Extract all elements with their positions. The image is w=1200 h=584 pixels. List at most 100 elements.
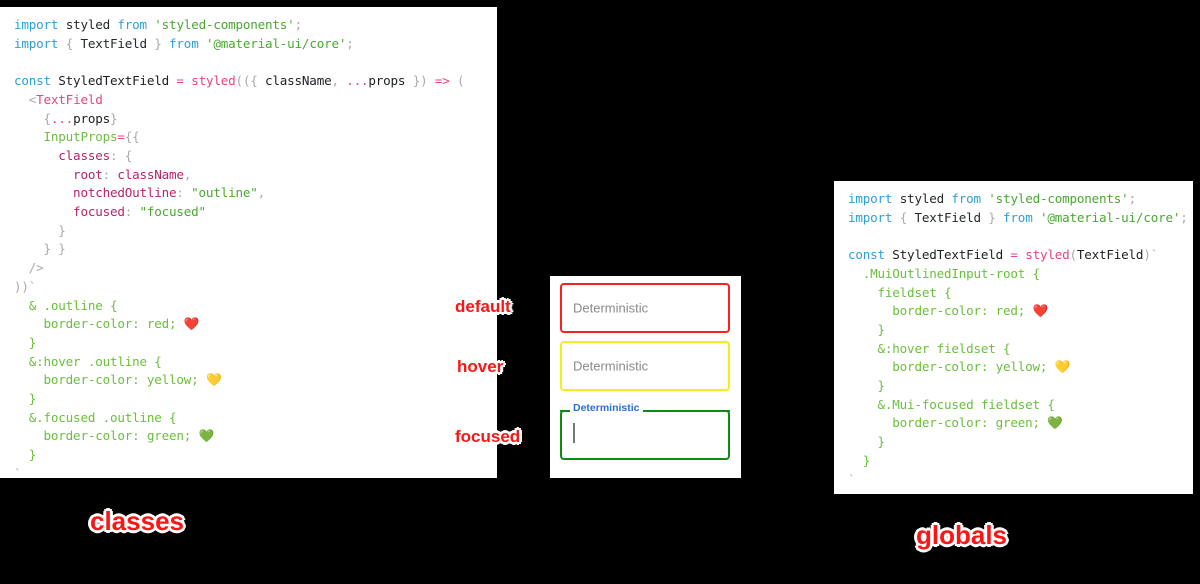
- code-line: &.Mui-focused fieldset {: [848, 396, 1193, 415]
- code-token: }: [848, 452, 871, 468]
- annotation-classes: classes: [90, 506, 184, 536]
- annotation-focused: focused: [455, 427, 521, 446]
- code-token: }: [848, 321, 886, 337]
- code-token: )`: [1143, 247, 1159, 263]
- code-token: InputProps: [14, 129, 118, 145]
- textfield-default[interactable]: Deterministic: [560, 283, 730, 333]
- code-token: : {: [109, 147, 133, 163]
- code-line: }: [848, 452, 1193, 471]
- code-token: import: [14, 35, 66, 51]
- code-token: 💛: [205, 372, 222, 388]
- code-token: }: [848, 378, 886, 394]
- code-line: &.focused .outline {: [14, 409, 497, 428]
- code-token: TextField: [914, 209, 989, 225]
- code-token: }: [848, 434, 886, 450]
- code-line: import { TextField } from '@material-ui/…: [14, 35, 497, 54]
- code-line: import styled from 'styled-components';: [14, 16, 497, 35]
- code-token: 'styled-components': [988, 191, 1129, 206]
- code-token: import: [14, 17, 66, 32]
- code-line: }: [848, 321, 1193, 340]
- notch-segment-right: [652, 410, 730, 412]
- code-token: '@material-ui/core': [1039, 209, 1181, 225]
- code-token: ,: [183, 166, 192, 182]
- code-token: {{: [124, 129, 140, 145]
- code-line: notchedOutline: "outline",: [14, 184, 497, 203]
- code-token: TextField: [1076, 247, 1144, 263]
- code-token: ;: [848, 490, 856, 494]
- code-token: } }: [14, 241, 66, 257]
- code-line: }: [14, 222, 497, 241]
- textfield-hover-outline: [560, 341, 730, 391]
- code-line: border-color: red; ❤️: [848, 302, 1193, 321]
- code-token: ,: [331, 73, 347, 89]
- code-token: &.Mui-focused fieldset {: [848, 396, 1055, 412]
- notch-segment-left: [560, 410, 568, 412]
- classes-code-block: import styled from 'styled-components';i…: [0, 7, 497, 478]
- code-token: }: [154, 35, 170, 51]
- code-token: :: [102, 166, 118, 182]
- code-line: ;: [848, 489, 1193, 494]
- code-line: [14, 53, 497, 72]
- text-caret: [573, 423, 575, 443]
- code-token: :: [124, 204, 140, 220]
- code-token: (: [1069, 247, 1077, 263]
- globals-code-block: import styled from 'styled-components';i…: [834, 181, 1193, 494]
- code-line: `: [848, 471, 1193, 490]
- code-token: border-color: green;: [14, 428, 199, 444]
- code-token: styled: [191, 73, 236, 89]
- code-line: [848, 227, 1193, 246]
- code-token: notchedOutline: [14, 185, 177, 201]
- classes-code-panel: import styled from 'styled-components';i…: [0, 7, 497, 478]
- code-token: StyledTextField: [892, 247, 1011, 263]
- code-token: (: [457, 73, 465, 89]
- code-token: &:hover .outline {: [14, 353, 162, 369]
- textfield-focused-outline: [560, 410, 730, 460]
- code-token: }): [412, 73, 435, 89]
- code-token: }: [14, 334, 37, 350]
- textfield-focused[interactable]: Deterministic: [560, 402, 730, 460]
- code-line: focused: "focused": [14, 203, 497, 222]
- code-token: className: [265, 73, 332, 89]
- code-line: &:hover fieldset {: [848, 340, 1193, 359]
- code-token: fieldset {: [848, 284, 952, 300]
- code-token: border-color: red;: [14, 316, 184, 332]
- code-line: <TextField: [14, 91, 497, 110]
- code-token: styled: [1025, 247, 1070, 263]
- code-line: InputProps={{: [14, 128, 497, 147]
- code-line: {...props}: [14, 110, 497, 129]
- code-line: root: className,: [14, 166, 497, 185]
- code-token: border-color: yellow;: [848, 359, 1055, 375]
- textfield-hover[interactable]: Deterministic: [560, 341, 730, 391]
- code-token: &:hover fieldset {: [848, 340, 1011, 356]
- globals-code-panel: import styled from 'styled-components';i…: [834, 181, 1193, 494]
- code-token: ;: [294, 17, 303, 32]
- code-line: import styled from 'styled-components';: [848, 190, 1193, 209]
- code-token: {: [65, 35, 81, 51]
- code-line: border-color: yellow; 💛: [14, 371, 497, 390]
- code-line: }: [14, 334, 497, 353]
- code-token: const: [848, 247, 893, 263]
- code-line: }: [848, 377, 1193, 396]
- code-token: `: [848, 471, 856, 487]
- code-token: }: [988, 209, 1004, 225]
- code-token: const: [14, 73, 59, 89]
- code-line: fieldset {: [848, 284, 1193, 303]
- code-token: "outline": [191, 185, 258, 201]
- code-line: } }: [14, 240, 497, 259]
- code-token: =: [1010, 247, 1026, 263]
- code-line: const StyledTextField = styled(({ classN…: [14, 72, 497, 91]
- code-token: className: [117, 166, 184, 182]
- code-token: ❤️: [1032, 303, 1049, 319]
- code-token: focused: [14, 204, 125, 220]
- code-token: =: [117, 129, 125, 145]
- code-token: border-color: yellow;: [14, 372, 206, 388]
- code-token: =>: [434, 73, 457, 89]
- code-token: }: [14, 391, 37, 407]
- code-token: :: [176, 185, 192, 201]
- code-token: {: [899, 209, 915, 225]
- code-line: border-color: green; 💚: [848, 414, 1193, 433]
- code-token: {: [14, 110, 52, 126]
- code-token: }: [14, 447, 37, 463]
- code-token: 💛: [1054, 359, 1071, 375]
- code-token: =: [176, 73, 192, 89]
